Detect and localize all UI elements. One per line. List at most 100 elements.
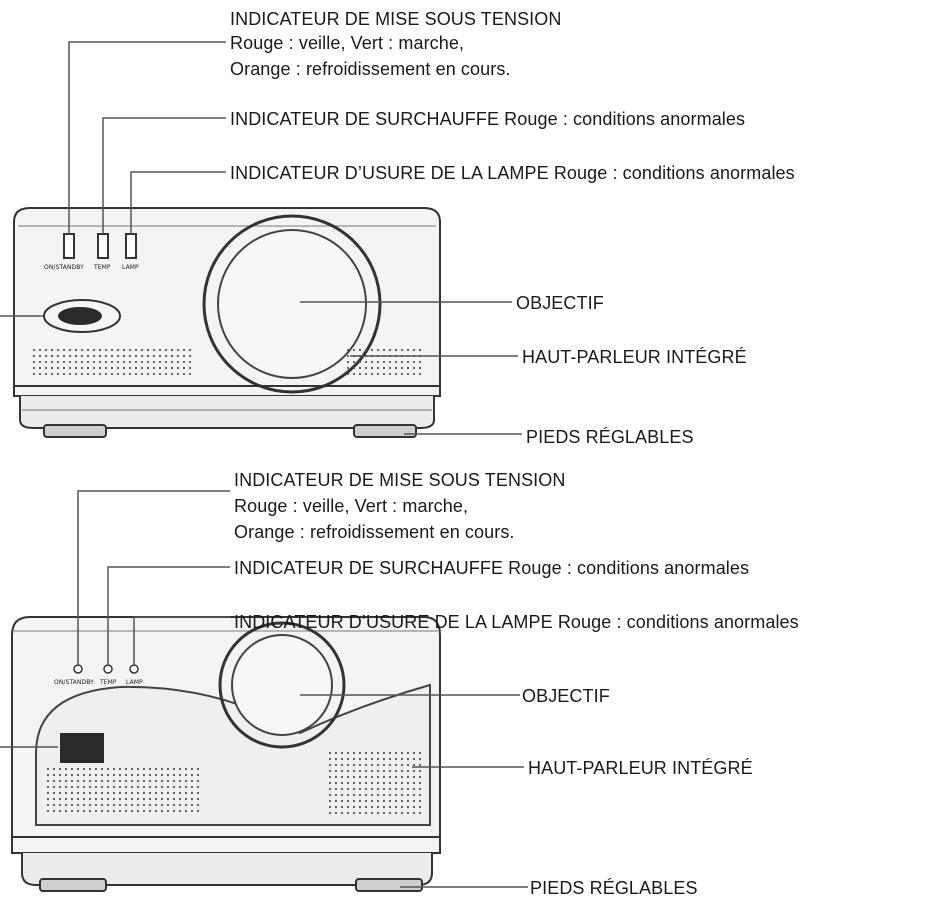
- grille-hole: [340, 775, 344, 779]
- grille-hole: [76, 779, 80, 783]
- speaker-grille: [46, 751, 422, 815]
- grille-hole: [370, 348, 374, 352]
- grille-hole: [98, 348, 102, 352]
- grille-hole: [412, 751, 416, 755]
- grille-hole: [92, 372, 96, 376]
- grille-hole: [412, 360, 416, 364]
- grille-hole: [176, 360, 180, 364]
- grille-hole: [88, 785, 92, 789]
- grille-hole: [142, 797, 146, 801]
- grille-hole: [52, 767, 56, 771]
- power-led: [63, 233, 75, 259]
- grille-hole: [148, 785, 152, 789]
- grille-hole: [184, 791, 188, 795]
- grille-hole: [406, 781, 410, 785]
- grille-hole: [164, 354, 168, 358]
- grille-hole: [146, 348, 150, 352]
- grille-hole: [68, 354, 72, 358]
- grille-hole: [370, 360, 374, 364]
- grille-hole: [92, 360, 96, 364]
- grille-hole: [370, 805, 374, 809]
- led-label-lamp: LAMP: [126, 679, 143, 686]
- grille-hole: [418, 799, 422, 803]
- grille-hole: [182, 372, 186, 376]
- grille-hole: [136, 785, 140, 789]
- grille-hole: [170, 360, 174, 364]
- grille-hole: [188, 366, 192, 370]
- grille-hole: [64, 809, 68, 813]
- grille-hole: [418, 781, 422, 785]
- grille-hole: [152, 348, 156, 352]
- grille-hole: [418, 751, 422, 755]
- grille-hole: [106, 773, 110, 777]
- grille-hole: [112, 797, 116, 801]
- lamp-wear-indicator-label: INDICATEUR D’USURE DE LA LAMPE Rouge : c…: [234, 612, 799, 632]
- grille-hole: [64, 803, 68, 807]
- grille-hole: [370, 769, 374, 773]
- grille-hole: [160, 785, 164, 789]
- grille-hole: [328, 781, 332, 785]
- grille-hole: [184, 809, 188, 813]
- lamp-wear-indicator-label: INDICATEUR D’USURE DE LA LAMPE Rouge : c…: [230, 163, 795, 183]
- grille-hole: [412, 787, 416, 791]
- grille-hole: [370, 787, 374, 791]
- grille-hole: [376, 763, 380, 767]
- grille-hole: [106, 797, 110, 801]
- grille-hole: [382, 793, 386, 797]
- grille-hole: [122, 372, 126, 376]
- grille-hole: [62, 372, 66, 376]
- grille-hole: [100, 803, 104, 807]
- grille-hole: [110, 360, 114, 364]
- grille-hole: [188, 360, 192, 364]
- grille-hole: [412, 811, 416, 815]
- grille-hole: [346, 787, 350, 791]
- grille-hole: [394, 751, 398, 755]
- grille-hole: [364, 787, 368, 791]
- grille-hole: [74, 354, 78, 358]
- grille-hole: [58, 773, 62, 777]
- grille-hole: [328, 751, 332, 755]
- grille-hole: [146, 372, 150, 376]
- grille-hole: [418, 372, 422, 376]
- grille-hole: [118, 791, 122, 795]
- grille-hole: [158, 372, 162, 376]
- power-indicator-title: INDICATEUR DE MISE SOUS TENSION: [234, 470, 566, 490]
- grille-hole: [130, 767, 134, 771]
- grille-hole: [352, 805, 356, 809]
- grille-hole: [136, 797, 140, 801]
- grille-hole: [406, 775, 410, 779]
- grille-hole: [388, 787, 392, 791]
- grille-hole: [176, 348, 180, 352]
- grille-hole: [340, 769, 344, 773]
- grille-hole: [196, 779, 200, 783]
- grille-hole: [334, 763, 338, 767]
- grille-hole: [382, 360, 386, 364]
- grille-hole: [88, 803, 92, 807]
- grille-hole: [52, 779, 56, 783]
- grille-hole: [170, 366, 174, 370]
- grille-hole: [400, 360, 404, 364]
- grille-hole: [76, 785, 80, 789]
- grille-hole: [328, 769, 332, 773]
- grille-hole: [364, 793, 368, 797]
- grille-hole: [358, 763, 362, 767]
- grille-hole: [68, 366, 72, 370]
- grille-hole: [346, 769, 350, 773]
- grille-hole: [412, 799, 416, 803]
- grille-hole: [400, 757, 404, 761]
- grille-hole: [190, 803, 194, 807]
- grille-hole: [106, 779, 110, 783]
- projector-body: [11, 616, 441, 886]
- grille-hole: [412, 805, 416, 809]
- grille-hole: [388, 793, 392, 797]
- grille-hole: [92, 366, 96, 370]
- grille-hole: [178, 773, 182, 777]
- power-indicator-title: INDICATEUR DE MISE SOUS TENSION: [230, 9, 562, 29]
- led-label-lamp: LAMP: [122, 264, 139, 271]
- grille-hole: [100, 773, 104, 777]
- grille-hole: [340, 811, 344, 815]
- grille-hole: [56, 372, 60, 376]
- lens: [202, 214, 382, 394]
- grille-hole: [346, 799, 350, 803]
- grille-hole: [50, 372, 54, 376]
